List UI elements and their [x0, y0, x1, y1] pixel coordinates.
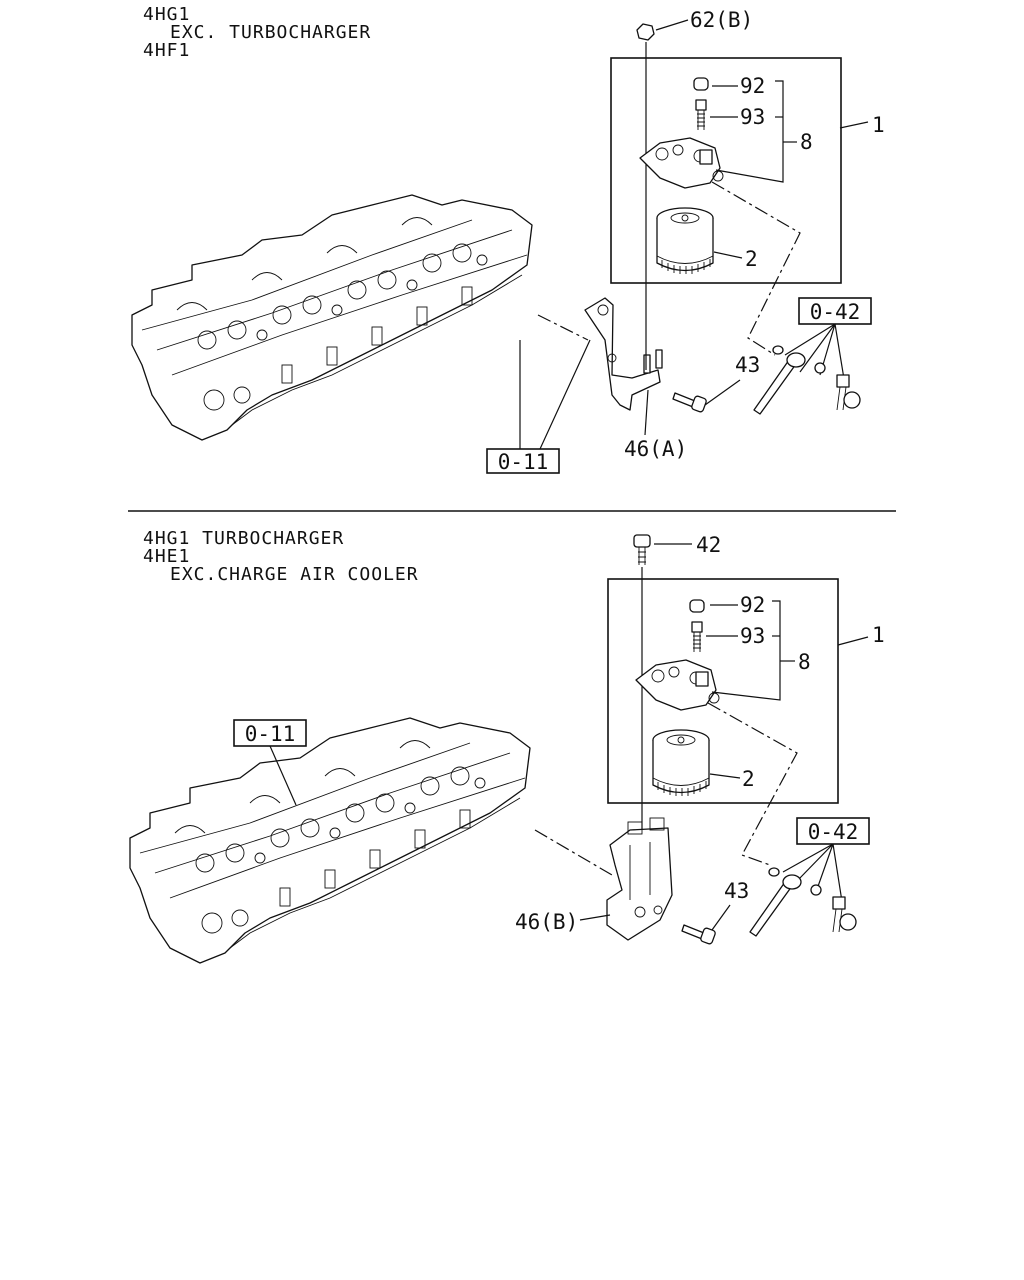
filter-assembly-bottom: [635, 599, 720, 797]
subassy-label-bottom: 8: [798, 650, 811, 674]
cap-label-bottom: 92: [740, 593, 765, 617]
fuel-pipe-top: [753, 345, 861, 415]
bottom-header-line3: EXC.CHARGE AIR COOLER: [170, 564, 419, 585]
bracket-label-top: 46(A): [624, 437, 687, 461]
filter-assy-box-bottom[interactable]: [607, 578, 839, 804]
filter-label-bottom: 2: [742, 767, 755, 791]
bottom-header-line1: 4HG1 TURBOCHARGER: [143, 528, 344, 549]
bottom-header-line2: 4HE1: [143, 546, 190, 567]
bolt-top-label-bottom: 42: [696, 533, 721, 557]
bolt-label-bottom: 43: [724, 879, 749, 903]
ref-box-cylinder-head-top[interactable]: [486, 448, 560, 474]
nut-62b[interactable]: [636, 23, 655, 41]
fuel-pipe-bottom: [749, 867, 857, 937]
bolt-label-top: 43: [735, 353, 760, 377]
ref-cylinder-head-bottom: 0-11: [245, 722, 296, 746]
cylinder-head-top: [131, 194, 533, 441]
screw-label-bottom: 93: [740, 624, 765, 648]
top-header-line1: 4HG1: [143, 4, 190, 25]
ref-fuel-pipe-top: 0-42: [810, 300, 861, 324]
bracket-label-bottom: 46(B): [515, 910, 578, 934]
top-header-line2: EXC. TURBOCHARGER: [170, 22, 371, 43]
screw-label-top: 93: [740, 105, 765, 129]
filter-assy-box-top[interactable]: [610, 57, 842, 284]
cylinder-head-bottom: [129, 717, 531, 964]
subassy-label-top: 8: [800, 130, 813, 154]
bolt-43-top[interactable]: [672, 392, 708, 414]
ref-cylinder-head-top: 0-11: [498, 450, 549, 474]
cap-label-top: 92: [740, 74, 765, 98]
filter-assembly-top: [639, 77, 724, 275]
bottom-section: 4HG1 TURBOCHARGER 4HE1 EXC.CHARGE AIR CO…: [129, 528, 885, 964]
assy-label-top: 1: [872, 113, 885, 137]
bolt-43-bottom[interactable]: [681, 924, 717, 946]
bracket-46a[interactable]: [584, 297, 663, 411]
bolt-42[interactable]: [633, 534, 651, 565]
filter-label-top: 2: [745, 247, 758, 271]
assy-label-bottom: 1: [872, 623, 885, 647]
nut-label-top: 62(B): [690, 8, 753, 32]
bracket-46b[interactable]: [606, 817, 673, 941]
top-header-line3: 4HF1: [143, 40, 190, 61]
ref-fuel-pipe-bottom: 0-42: [808, 820, 859, 844]
top-section: 4HG1 EXC. TURBOCHARGER 4HF1 0-11 46(A) 6…: [131, 4, 885, 474]
